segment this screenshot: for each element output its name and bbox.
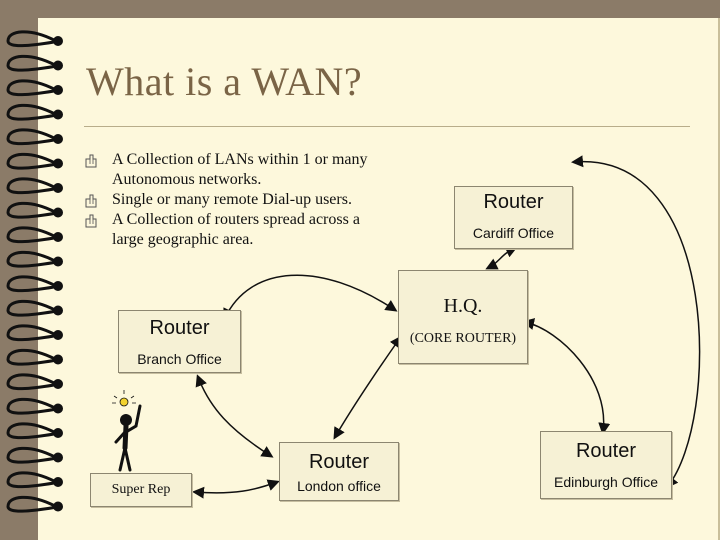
binding-ring bbox=[6, 446, 55, 464]
binding-hole bbox=[53, 305, 63, 316]
binding-hole bbox=[53, 36, 63, 46]
binding-ring bbox=[6, 275, 55, 293]
binding-hole bbox=[53, 256, 63, 267]
router-edinburgh-subtitle: Edinburgh Office bbox=[553, 474, 659, 490]
binding-ring bbox=[6, 324, 55, 342]
binding-hole bbox=[53, 403, 63, 414]
super-rep-box[interactable]: Super Rep bbox=[90, 473, 192, 507]
binding-ring bbox=[6, 128, 55, 146]
binding-ring bbox=[6, 226, 55, 244]
binding-ring bbox=[6, 30, 55, 48]
binding-hole bbox=[53, 60, 63, 71]
super-rep-label: Super Rep bbox=[111, 482, 171, 497]
pointing-hand-icon bbox=[85, 194, 97, 208]
router-branch-title: Router bbox=[149, 317, 210, 339]
router-hq-subtitle: (CORE ROUTER) bbox=[409, 331, 517, 346]
router-cardiff[interactable]: Router Cardiff Office bbox=[454, 186, 573, 249]
binding-hole bbox=[53, 85, 63, 95]
binding-hole bbox=[53, 354, 63, 365]
bullet-item: Single or many remote Dial-up users. bbox=[84, 190, 374, 210]
binding-hole bbox=[53, 158, 63, 169]
binding-hole bbox=[53, 134, 63, 144]
binding-ring bbox=[6, 397, 55, 415]
slide-title: What is a WAN? bbox=[86, 59, 363, 104]
binding-ring bbox=[6, 373, 55, 391]
binding-hole bbox=[53, 232, 63, 242]
pointing-hand-icon bbox=[85, 214, 97, 228]
pointing-hand-icon bbox=[85, 154, 97, 168]
binding-ring bbox=[6, 177, 55, 195]
bullet-item: A Collection of routers spread across a … bbox=[84, 210, 374, 250]
binding-hole bbox=[53, 501, 63, 512]
binding-hole bbox=[53, 183, 63, 193]
bullet-text: Single or many remote Dial-up users. bbox=[112, 191, 352, 208]
binding-ring bbox=[6, 103, 55, 121]
router-branch[interactable]: Router Branch Office bbox=[118, 310, 241, 373]
binding-ring bbox=[6, 201, 55, 219]
router-branch-subtitle: Branch Office bbox=[137, 351, 222, 367]
binding-ring bbox=[6, 348, 55, 366]
bullet-item: A Collection of LANs within 1 or many Au… bbox=[84, 150, 374, 190]
binding-ring bbox=[6, 54, 55, 72]
router-cardiff-subtitle: Cardiff Office bbox=[472, 225, 555, 241]
bullet-text: A Collection of LANs within 1 or many Au… bbox=[112, 151, 368, 188]
binding-hole bbox=[53, 379, 63, 389]
binding-hole bbox=[53, 281, 63, 291]
router-edinburgh[interactable]: Router Edinburgh Office bbox=[540, 431, 672, 499]
router-london-title: Router bbox=[308, 451, 370, 473]
binding-hole bbox=[53, 207, 63, 218]
binding-ring bbox=[6, 495, 55, 513]
binding-hole bbox=[53, 428, 63, 438]
binding-ring bbox=[6, 152, 55, 170]
binding-hole bbox=[53, 109, 63, 120]
binding-ring bbox=[6, 79, 55, 97]
binding-hole bbox=[53, 477, 63, 487]
router-edinburgh-title: Router bbox=[575, 440, 637, 462]
title-divider bbox=[84, 126, 690, 127]
person-icon bbox=[112, 390, 142, 472]
router-hq[interactable]: H.Q. (CORE ROUTER) bbox=[398, 270, 528, 364]
router-london[interactable]: Router London office bbox=[279, 442, 399, 501]
bullet-text: A Collection of routers spread across a … bbox=[112, 211, 360, 248]
router-cardiff-title: Router bbox=[483, 191, 544, 213]
router-london-subtitle: London office bbox=[297, 478, 381, 494]
binding-ring bbox=[6, 471, 55, 489]
binding-ring bbox=[6, 250, 55, 268]
binding-hole bbox=[53, 452, 63, 463]
binding-ring bbox=[6, 299, 55, 317]
binding-hole bbox=[53, 330, 63, 340]
bullet-list: A Collection of LANs within 1 or many Au… bbox=[84, 150, 374, 250]
spiral-binding bbox=[6, 30, 63, 513]
binding-ring bbox=[6, 422, 55, 440]
router-hq-title: H.Q. bbox=[443, 295, 483, 317]
